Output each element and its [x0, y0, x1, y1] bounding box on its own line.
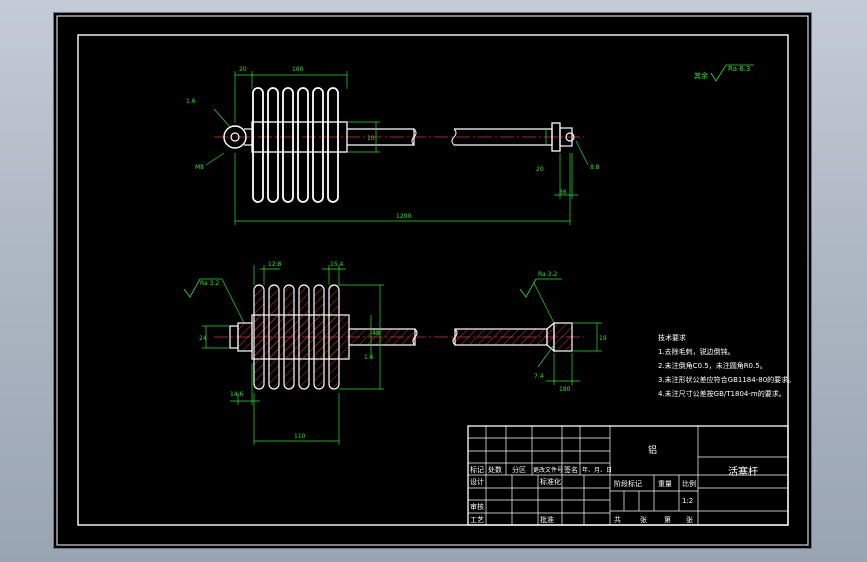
dim-top-5: 10: [367, 135, 375, 142]
dim-top-6: 20: [536, 166, 544, 173]
top-view: 20 160 1.6 M8 10 20 8.8 36 1200 其余 Ra 6.…: [186, 64, 754, 225]
dim-bottom-6: 110: [294, 433, 306, 440]
dim-top-9: 1200: [396, 213, 411, 220]
left-eye: [223, 125, 247, 149]
roughness-symbol-right: [519, 278, 562, 298]
date-label: 年、月、日: [582, 466, 612, 474]
dim-bottom-2: 15.4: [330, 261, 344, 268]
roughness-left: Ra 3.2: [200, 280, 219, 287]
roughness-symbol-overall: [710, 64, 754, 82]
dims-bottom: [202, 265, 602, 445]
cad-drawing: 20 160 1.6 M8 10 20 8.8 36 1200 其余 Ra 6.…: [56, 15, 809, 546]
right-end-top: [559, 127, 573, 147]
break-line-1: [411, 128, 417, 146]
roughness-leader-left: [221, 278, 245, 324]
dim-bottom-4: 1.6: [364, 354, 374, 361]
piston-rings-top: [252, 87, 339, 203]
sheets-unit-label-2: 张: [686, 515, 693, 524]
dim-bottom-10: 180: [559, 386, 571, 393]
inner-frame: [77, 34, 789, 526]
section-rings: [253, 284, 340, 390]
dim-top-3: 1.6: [186, 98, 196, 105]
material: 铝: [648, 444, 657, 456]
dim-bottom-5: 14.6: [230, 391, 244, 398]
tech-item-1: 1.去除毛刺，锐边倒钝。: [658, 347, 735, 356]
dim-bottom-9: 7.4: [534, 373, 544, 380]
break-line-2: [451, 128, 457, 146]
dim-bottom-8: 19: [599, 335, 607, 342]
dim-top-1: 20: [239, 66, 247, 73]
piston-core-top: [251, 121, 348, 153]
left-eye-hole: [230, 132, 240, 142]
dim-top-8: 36: [559, 189, 567, 196]
sheets-unit-label-1: 张: [640, 515, 647, 524]
tech-item-3: 3.未注形状公差应符合GB1184-80的要求。: [658, 375, 795, 384]
tech-requirements: 技术要求 1.去除毛刺，锐边倒钝。 2.未注倒角C0.5，未注圆角R0.5。 3…: [658, 333, 795, 398]
right-eye-hole: [565, 132, 575, 142]
tech-item-4: 4.未注尺寸公差按GB/T1804-m的要求。: [658, 389, 786, 398]
overall-roughness-value: Ra 6.3: [728, 65, 750, 73]
dim-bottom-3: 48: [372, 330, 380, 337]
weight-label: 重量: [658, 480, 672, 488]
sheet-no-label: 第: [664, 515, 671, 524]
dim-top-7: 8.8: [590, 164, 600, 171]
title-block: 铝 活塞杆 标记 处数 分区 更改文件号 签名 年、月、日 设计 标准化 阶段标…: [467, 425, 789, 526]
dim-top-2: 160: [292, 66, 304, 73]
section-left-tip: [229, 325, 239, 349]
zone-label: 分区: [512, 465, 526, 474]
sheets-total-label: 共: [614, 515, 621, 524]
approve-label: 批准: [540, 515, 554, 524]
title-block-grid: [468, 426, 788, 525]
scale-label: 比例: [682, 479, 696, 488]
overall-roughness-prefix: 其余: [694, 71, 708, 80]
title-block-border: [467, 425, 789, 526]
change-doc-label: 更改文件号: [533, 466, 563, 474]
process-label: 工艺: [470, 516, 484, 524]
standardization-label: 标准化: [540, 477, 561, 486]
outer-frame: [56, 15, 809, 546]
section-rod-right: [454, 328, 548, 346]
count-label: 处数: [488, 465, 502, 474]
tech-title: 技术要求: [658, 333, 686, 342]
dims-top: [205, 71, 589, 225]
scale-value: 1:2: [682, 497, 693, 505]
section-view: 12.8 15.4 48 1.6 14.6 110 24 19 7.4 180 …: [183, 261, 607, 445]
designer-label: 设计: [470, 477, 484, 486]
section-rod-left: [348, 328, 416, 346]
dim-top-4: M8: [195, 164, 204, 171]
mark-label: 标记: [470, 465, 484, 474]
stage-mark-label: 阶段标记: [614, 479, 642, 488]
dim-bottom-1: 12.8: [268, 261, 282, 268]
section-left-end: [237, 322, 253, 352]
dim-bottom-7: 24: [199, 335, 207, 342]
roughness-symbol-left: [183, 278, 222, 298]
signature-label: 签名: [564, 465, 578, 474]
roughness-leader-right: [533, 282, 555, 324]
checker-label: 审核: [470, 502, 484, 511]
tech-item-2: 2.未注倒角C0.5，未注圆角R0.5。: [658, 361, 767, 370]
roughness-right: Ra 3.2: [538, 271, 557, 278]
section-right-end: [553, 322, 573, 352]
part-name: 活塞杆: [728, 465, 758, 478]
break-line-3: [412, 328, 418, 346]
drawing-sheet: 20 160 1.6 M8 10 20 8.8 36 1200 其余 Ra 6.…: [54, 13, 811, 548]
